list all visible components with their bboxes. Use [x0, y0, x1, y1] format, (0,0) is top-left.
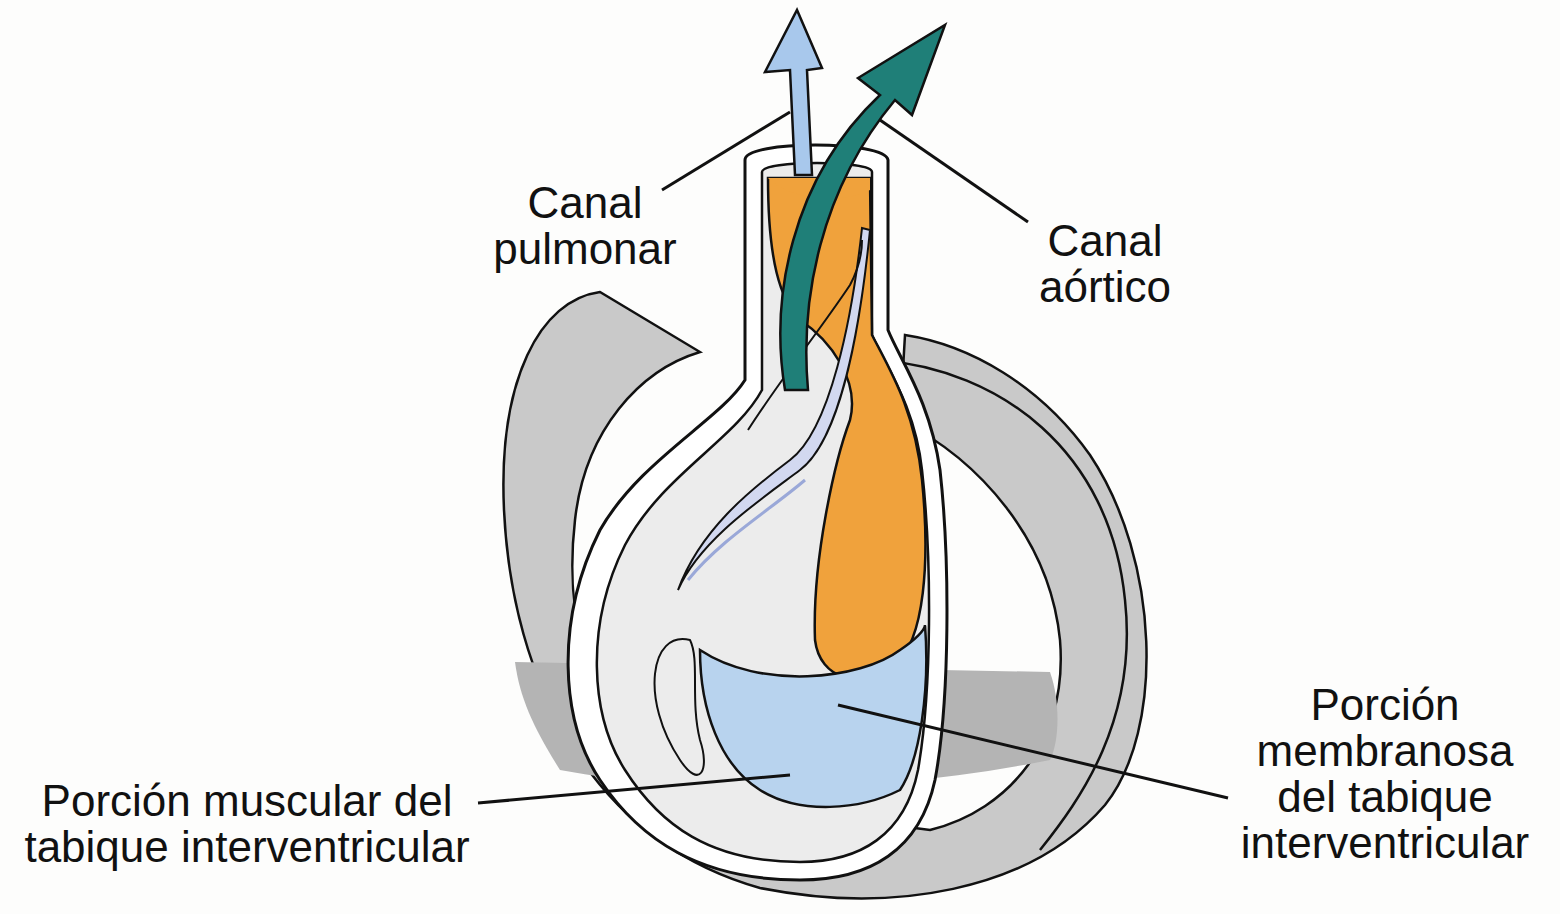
part-label: Canal aórtico: [1005, 218, 1205, 310]
spiral-ridge: [678, 228, 870, 590]
leader-line: [838, 705, 1228, 798]
leader-line: [478, 775, 790, 803]
leader-line: [880, 120, 1028, 222]
aortic-arrow: [780, 25, 945, 390]
leader-line: [662, 112, 790, 190]
part-label: Canal pulmonar: [485, 180, 685, 272]
part-label: Porción membranosa del tabique intervent…: [1235, 682, 1535, 866]
pulmonary-arrow: [765, 10, 822, 175]
part-label: Porción muscular del tabique interventri…: [17, 778, 477, 870]
spiral-ridge: [688, 480, 805, 580]
valve-fold: [655, 639, 704, 775]
